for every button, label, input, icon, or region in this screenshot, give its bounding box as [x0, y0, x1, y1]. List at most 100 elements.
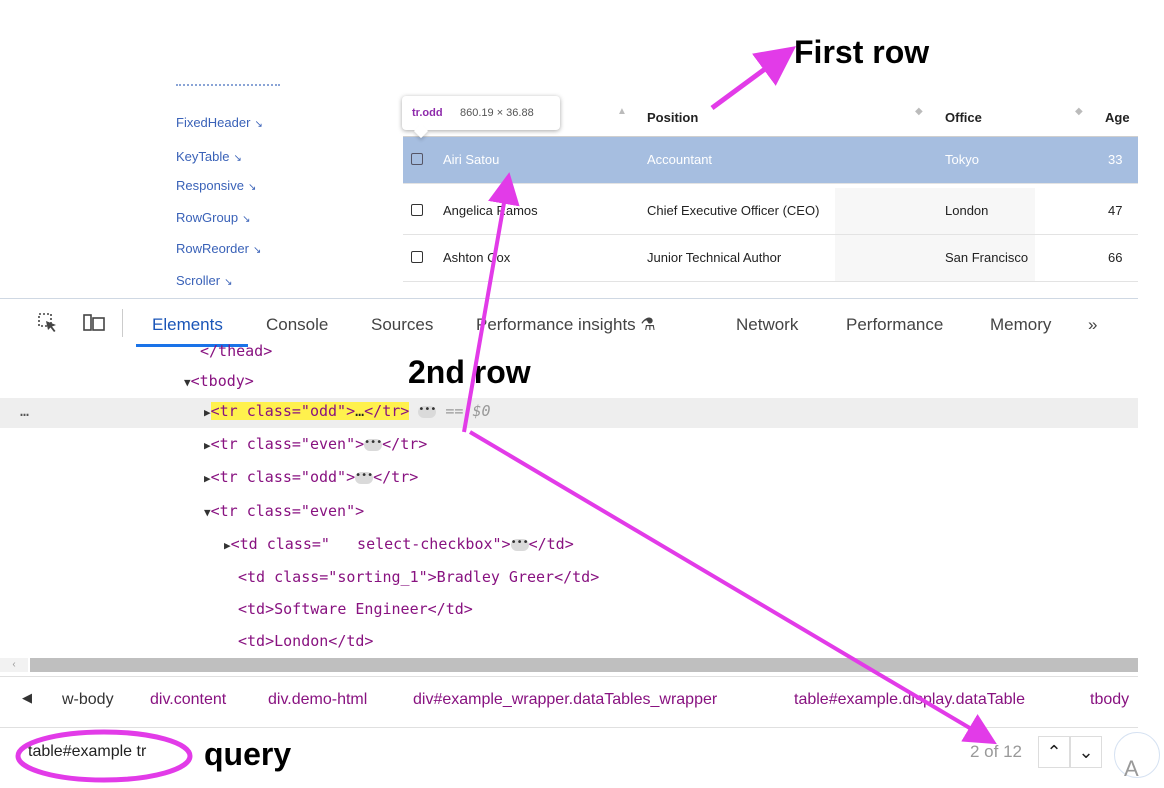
- breadcrumb-item[interactable]: w-body: [62, 691, 114, 708]
- scroll-left-icon[interactable]: ‹: [0, 658, 28, 672]
- tab-sources[interactable]: Sources: [371, 315, 434, 334]
- search-next-button[interactable]: ⌄: [1070, 736, 1102, 768]
- cell-position: Chief Executive Officer (CEO): [647, 203, 820, 218]
- active-tab-indicator: [136, 344, 248, 347]
- cell-name: Angelica Ramos: [443, 203, 538, 218]
- link-label: RowGroup: [176, 210, 239, 225]
- cell-age: 66: [1108, 250, 1123, 265]
- flask-icon: ⚗: [640, 315, 656, 334]
- tab-console[interactable]: Console: [266, 315, 329, 334]
- expand-triangle-icon[interactable]: ▼: [184, 376, 191, 389]
- link-label: Scroller: [176, 273, 221, 288]
- cell-age: 33: [1108, 152, 1123, 167]
- breadcrumb-item[interactable]: div.content: [150, 691, 227, 708]
- tab-performance[interactable]: Performance: [846, 315, 944, 334]
- link-rowreorder[interactable]: RowReorder↘: [176, 241, 261, 256]
- tab-elements[interactable]: Elements: [152, 315, 223, 334]
- breadcrumb-item[interactable]: div.demo-html: [268, 691, 368, 708]
- external-arrow-icon: ↘: [252, 245, 262, 256]
- element-inspect-tooltip: tr.odd 860.19 × 36.88: [402, 96, 560, 139]
- column-header-age[interactable]: Age: [1105, 110, 1130, 125]
- breadcrumb-item[interactable]: tbody: [1090, 691, 1130, 708]
- external-arrow-icon: ↘: [224, 277, 233, 288]
- dom-line-td-office[interactable]: <td>London</td>: [238, 632, 374, 650]
- search-match-count: 2 of 12: [970, 742, 1022, 761]
- collapse-triangle-icon[interactable]: ▶: [204, 406, 211, 419]
- expand-triangle-icon[interactable]: ▼: [204, 506, 211, 519]
- link-label: KeyTable: [176, 149, 230, 164]
- search-prev-button[interactable]: ⌃: [1038, 736, 1070, 768]
- inspect-element-icon[interactable]: [36, 311, 58, 333]
- table-row[interactable]: Ashton Cox Junior Technical Author San F…: [403, 235, 1138, 282]
- annotation-first-row: First row: [794, 34, 930, 70]
- breadcrumb-item[interactable]: table#example.display.dataTable: [794, 691, 1025, 708]
- sort-icon[interactable]: ◆: [915, 106, 923, 117]
- device-toolbar-icon[interactable]: [82, 311, 105, 333]
- breadcrumb-scroll-left-icon[interactable]: ◀: [22, 690, 32, 705]
- link-rowgroup[interactable]: RowGroup↘: [176, 210, 251, 225]
- ellipsis-icon[interactable]: •••: [364, 437, 382, 451]
- column-header-office[interactable]: Office: [945, 110, 982, 125]
- dom-line-tr-even[interactable]: ▶<tr class="even">•••</tr>: [204, 435, 428, 453]
- cell-office: San Francisco: [945, 250, 1029, 265]
- horizontal-scrollbar[interactable]: [30, 658, 1138, 672]
- cell-office: London: [945, 203, 989, 218]
- ellipsis-icon[interactable]: •••: [418, 404, 436, 418]
- ellipsis-icon[interactable]: •••: [510, 537, 529, 551]
- external-arrow-icon: ↘: [254, 119, 263, 130]
- dom-line-tr-odd-selected[interactable]: ▶<tr class="odd">…</tr> ••• == $0: [204, 402, 491, 420]
- link-label: RowReorder: [176, 241, 249, 256]
- row-checkbox[interactable]: [411, 251, 423, 263]
- dom-line-td-checkbox[interactable]: ▶<td class=" select-checkbox">•••</td>: [224, 535, 574, 553]
- link-keytable[interactable]: KeyTable↘: [176, 149, 242, 164]
- table-row[interactable]: Angelica Ramos Chief Executive Officer (…: [403, 188, 1138, 235]
- link-scroller[interactable]: Scroller↘: [176, 273, 232, 288]
- cell-age: 47: [1108, 203, 1123, 218]
- row-checkbox[interactable]: [411, 204, 423, 216]
- row-checkbox[interactable]: [411, 153, 423, 165]
- tooltip-tag: tr.odd: [412, 107, 443, 119]
- collapse-triangle-icon[interactable]: ▶: [204, 439, 211, 452]
- table-row[interactable]: Airi Satou Accountant Tokyo 33: [403, 137, 1138, 184]
- cell-name: Ashton Cox: [443, 250, 511, 265]
- breadcrumb: ◀ w-body div.content div.demo-html div#e…: [0, 676, 1138, 728]
- link-responsive[interactable]: Responsive↘: [176, 178, 256, 193]
- tab-memory[interactable]: Memory: [990, 315, 1052, 334]
- tab-performance-insights[interactable]: Performance insights ⚗: [476, 315, 656, 335]
- devtools-toolbar: Elements Console Sources Performance ins…: [0, 298, 1138, 349]
- tab-label: Performance insights: [476, 315, 636, 334]
- cell-position: Junior Technical Author: [647, 250, 782, 265]
- cell-position: Accountant: [647, 152, 713, 167]
- table-header: ▲ Position ◆ Office ◆ Age: [403, 98, 1138, 137]
- link-label: FixedHeader: [176, 115, 251, 130]
- collapse-triangle-icon[interactable]: ▶: [224, 539, 231, 552]
- search-input[interactable]: [28, 738, 198, 766]
- dom-line-td-position[interactable]: <td>Software Engineer</td>: [238, 600, 473, 618]
- tooltip-dimensions: 860.19 × 36.88: [460, 107, 534, 119]
- dom-line-td-sorting[interactable]: <td class="sorting_1">Bradley Greer</td>: [238, 568, 600, 586]
- sort-icon[interactable]: ◆: [1075, 106, 1083, 117]
- match-case-button[interactable]: [1114, 732, 1160, 778]
- more-tabs-icon[interactable]: »: [1088, 315, 1098, 334]
- annotation-query: query: [204, 736, 292, 772]
- tab-network[interactable]: Network: [736, 315, 799, 334]
- dom-line-tr-even-expanded[interactable]: ▼<tr class="even">: [204, 502, 365, 520]
- collapse-triangle-icon[interactable]: ▶: [204, 472, 211, 485]
- match-case-label: A: [1124, 756, 1139, 781]
- link-fixedheader[interactable]: FixedHeader↘: [176, 115, 263, 130]
- breadcrumb-item[interactable]: div#example_wrapper.dataTables_wrapper: [413, 691, 718, 708]
- truncated-link: [176, 80, 280, 90]
- cell-name: Airi Satou: [443, 152, 500, 167]
- dom-line-thead-close[interactable]: </thead>: [200, 342, 273, 360]
- dom-line-tr-odd[interactable]: ▶<tr class="odd">•••</tr>: [204, 468, 419, 486]
- dom-line-tbody[interactable]: ▼<tbody>: [184, 372, 254, 390]
- ellipsis-icon[interactable]: •••: [355, 470, 373, 484]
- link-label: Responsive: [176, 178, 244, 193]
- external-arrow-icon: ↘: [233, 153, 242, 164]
- sort-icon[interactable]: ▲: [617, 106, 627, 117]
- more-actions-icon[interactable]: …: [20, 402, 30, 420]
- cell-office: Tokyo: [945, 152, 979, 167]
- external-arrow-icon: ↘: [242, 214, 251, 225]
- dom-search-bar: 2 of 12 ⌃ ⌄ A: [0, 728, 1160, 788]
- column-header-position[interactable]: Position: [647, 110, 699, 125]
